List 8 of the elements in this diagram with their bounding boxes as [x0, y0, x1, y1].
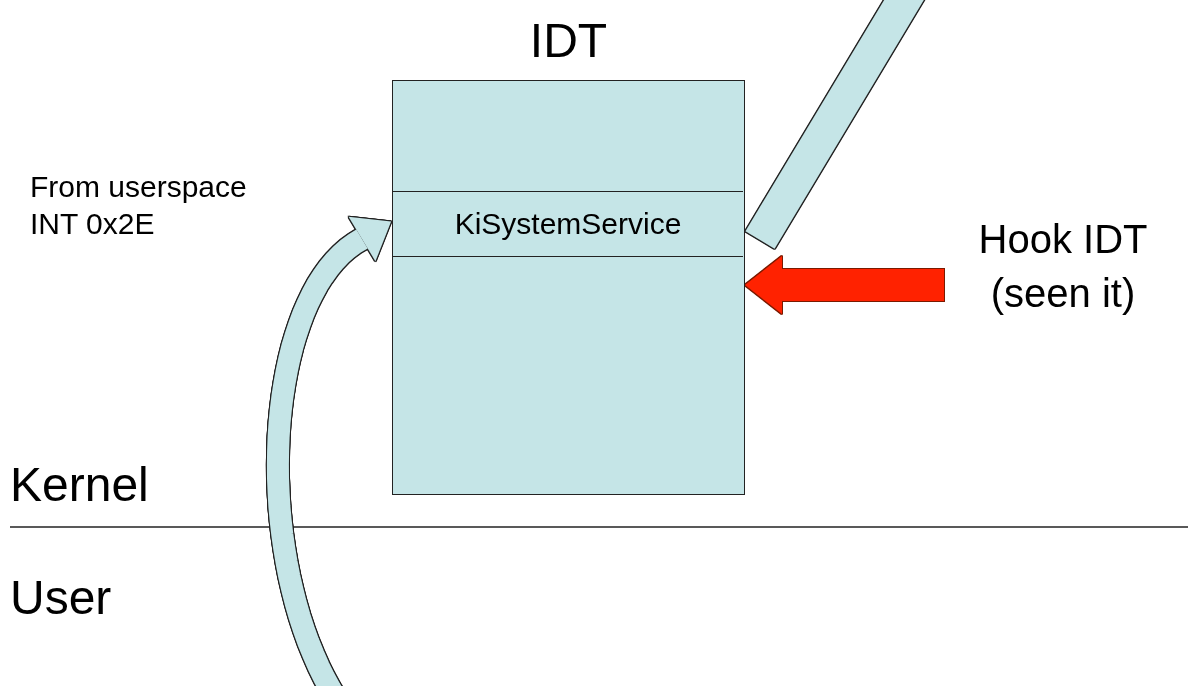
note-text: From userspace INT 0x2E	[30, 169, 248, 242]
block-arrow	[266, 216, 392, 686]
note-text: Hook IDT (seen it)	[948, 212, 1178, 332]
region-label: User	[10, 570, 113, 626]
table-title: IDT	[528, 13, 609, 69]
table-entry: KiSystemService	[393, 191, 743, 257]
region-label: Kernel	[10, 457, 150, 513]
block-arrow	[745, 256, 944, 314]
